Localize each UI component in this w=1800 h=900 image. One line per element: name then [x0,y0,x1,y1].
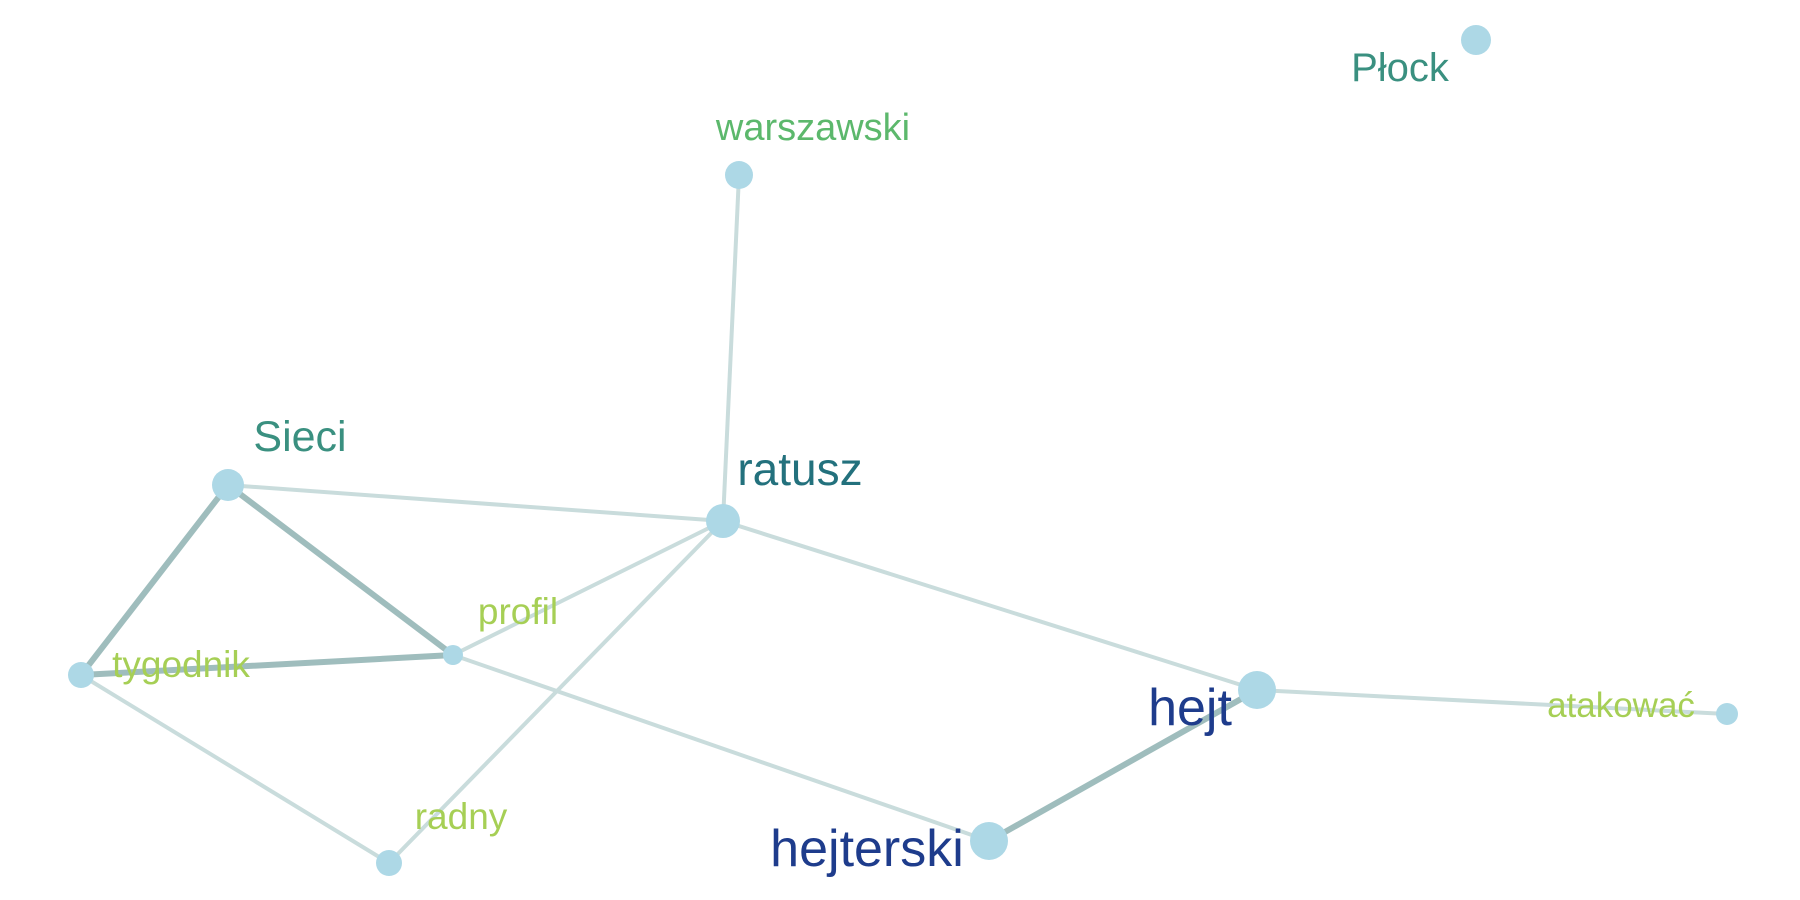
node-label-ratusz: ratusz [737,443,862,495]
node-ratusz [706,504,740,538]
edge-profil-hejterski [451,653,991,843]
node-plock [1461,25,1491,55]
edge-hejt-hejterski [986,687,1260,844]
edge-sieci-ratusz [226,483,725,523]
node-hejt [1238,671,1276,709]
node-label-warszawski: warszawski [715,107,910,149]
nodes-layer [68,25,1738,876]
edge-hejt-atakowac [1255,688,1729,716]
node-label-sieci: Sieci [253,413,346,461]
edges-layer [78,173,1729,865]
edge-sieci-profil [225,482,456,658]
edge-sieci-tygodnik [78,482,231,678]
node-label-profil: profil [478,591,558,632]
edge-tygodnik-profil [78,652,456,678]
node-warszawski [725,161,753,189]
node-label-hejt: hejt [1148,679,1232,737]
node-tygodnik [68,662,94,688]
node-label-radny: radny [415,796,508,837]
node-label-atakowac: atakować [1547,686,1695,725]
node-profil [443,645,463,665]
node-label-plock: Płock [1351,46,1450,90]
node-radny [376,850,402,876]
edge-tygodnik-radny [79,673,391,865]
node-hejterski [970,822,1008,860]
node-sieci [212,469,244,501]
edge-warszawski-ratusz [721,173,741,523]
node-label-hejterski: hejterski [770,820,964,878]
edge-profil-ratusz [451,519,725,657]
edge-ratusz-hejt [721,519,1259,692]
node-atakowac [1716,703,1738,725]
node-label-tygodnik: tygodnik [112,644,250,685]
